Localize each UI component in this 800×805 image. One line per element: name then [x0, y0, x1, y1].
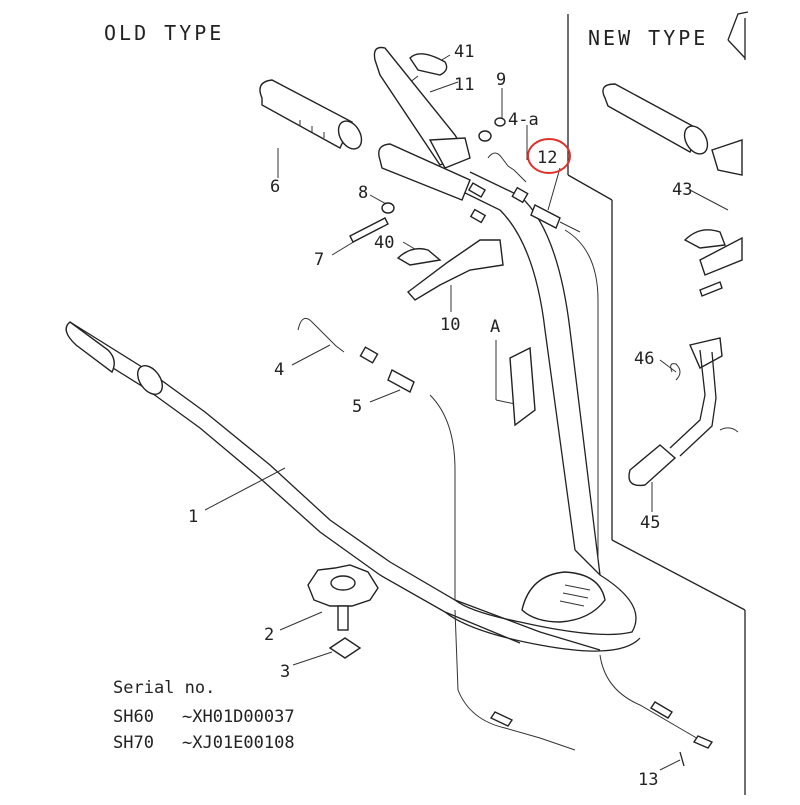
- serial-block: Serial no. SH60 ~XH01D00037 SH70 ~XJ01E0…: [113, 678, 295, 753]
- label-part-a: A: [490, 317, 500, 337]
- spring-part-4: [297, 317, 345, 353]
- new-type-corner-part: [727, 11, 749, 59]
- label-part-8: 8: [358, 183, 368, 203]
- bracket-part-a: [509, 346, 536, 427]
- label-part-41: 41: [454, 42, 474, 62]
- label-part-10: 10: [440, 315, 460, 335]
- cable-end-part-5: [359, 346, 415, 393]
- label-part-2: 2: [264, 625, 274, 645]
- grip-part-6: [259, 79, 363, 150]
- label-part-4a: 4-a: [508, 110, 539, 130]
- clip-part-46: [670, 363, 681, 381]
- serial-model-sh60: SH60: [113, 707, 154, 727]
- bolt-new-type: [699, 281, 723, 297]
- part-labels: 1 2 3 4 4-a 5 6 7 8 9 10 11 12 13 40 41 …: [188, 42, 692, 790]
- nut-part-3: [328, 637, 362, 659]
- spring-part-4a: [487, 152, 527, 183]
- cable-adjuster-part-12: [511, 186, 581, 233]
- serial-title: Serial no.: [113, 678, 215, 698]
- pin: [467, 182, 487, 198]
- label-part-11: 11: [454, 75, 474, 95]
- label-part-13: 13: [638, 770, 658, 790]
- label-part-45: 45: [640, 513, 660, 533]
- bracket-new-type: [699, 236, 743, 276]
- label-part-46: 46: [634, 349, 654, 369]
- highlight-circle: [527, 138, 571, 174]
- serial-range-sh70: ~XJ01E00108: [182, 733, 295, 753]
- label-part-5: 5: [352, 397, 362, 417]
- washer-part-8: [381, 202, 395, 214]
- label-part-6: 6: [270, 177, 280, 197]
- knob-part-2: [307, 564, 379, 631]
- handle-frame: [65, 171, 701, 751]
- grip-upper-new-type: [711, 139, 743, 176]
- label-part-43: 43: [672, 180, 692, 200]
- leader-lines: [204, 54, 729, 771]
- washer-part-9: [478, 117, 506, 142]
- pin: [469, 208, 487, 224]
- new-type-header: NEW TYPE: [588, 26, 708, 50]
- bracket-part-10: [406, 239, 504, 301]
- washer-part-40: [396, 247, 442, 266]
- cable-end-part-13: [489, 701, 714, 767]
- lever-new-type: [683, 229, 726, 249]
- label-part-40: 40: [374, 233, 394, 253]
- bolt-part-7: [349, 217, 389, 243]
- serial-range-sh60: ~XH01D00037: [182, 707, 295, 727]
- grip-upper: [378, 143, 471, 201]
- label-part-3: 3: [280, 662, 290, 682]
- label-part-4: 4: [274, 360, 284, 380]
- serial-model-sh70: SH70: [113, 733, 154, 753]
- label-part-9: 9: [496, 70, 506, 90]
- label-part-7: 7: [314, 250, 324, 270]
- lever-part-11: [373, 46, 471, 169]
- grip-end-new-type: [683, 125, 709, 155]
- old-type-header: OLD TYPE: [104, 21, 224, 45]
- lever-part-45: [628, 337, 739, 487]
- label-part-12: 12: [537, 148, 557, 168]
- label-part-1: 1: [188, 507, 198, 527]
